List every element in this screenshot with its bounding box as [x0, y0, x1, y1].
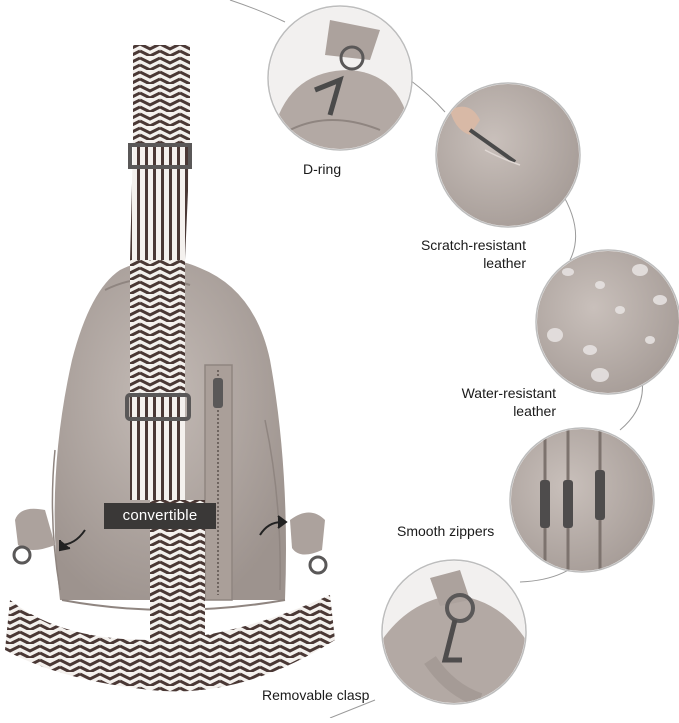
detail-circle-d-ring: [267, 5, 413, 151]
detail-circle-water: [535, 249, 679, 395]
zipper-pull-icon: [213, 378, 223, 408]
detail-circle-clasp: [381, 559, 527, 705]
feature-label-clasp: Removable clasp: [262, 686, 369, 704]
key-icon: [314, 75, 344, 116]
strap-slider-icon: [125, 393, 191, 421]
detail-circle-zippers: [509, 427, 655, 573]
feature-label-line: Scratch-resistant: [420, 237, 526, 253]
feature-label-scratch: Scratch-resistant leather: [390, 236, 526, 272]
lower-strap: [5, 595, 335, 692]
feature-label-d-ring: D-ring: [303, 160, 341, 178]
feature-label-line: D-ring: [303, 161, 342, 177]
key-scratch-icon: [468, 128, 517, 164]
feature-label-zippers: Smooth zippers: [397, 522, 494, 540]
convertible-arrows: [59, 515, 288, 552]
feature-label-line: leather: [483, 255, 526, 271]
convertible-badge: convertible: [104, 503, 216, 529]
strap-buckle-icon: [128, 143, 192, 169]
feature-label-line: leather: [513, 403, 556, 419]
feature-label-line: Removable clasp: [262, 687, 370, 703]
feature-label-line: Smooth zippers: [397, 523, 495, 539]
feature-label-water: Water-resistant leather: [420, 384, 556, 420]
water-drops-icon: [547, 264, 667, 382]
feature-label-line: Water-resistant: [461, 385, 556, 401]
zipper-icon: [595, 470, 605, 520]
clasp-icon: [441, 619, 462, 663]
shoulder-strap: [125, 45, 205, 660]
detail-circle-scratch: [435, 82, 581, 228]
side-tabs: [12, 508, 328, 575]
